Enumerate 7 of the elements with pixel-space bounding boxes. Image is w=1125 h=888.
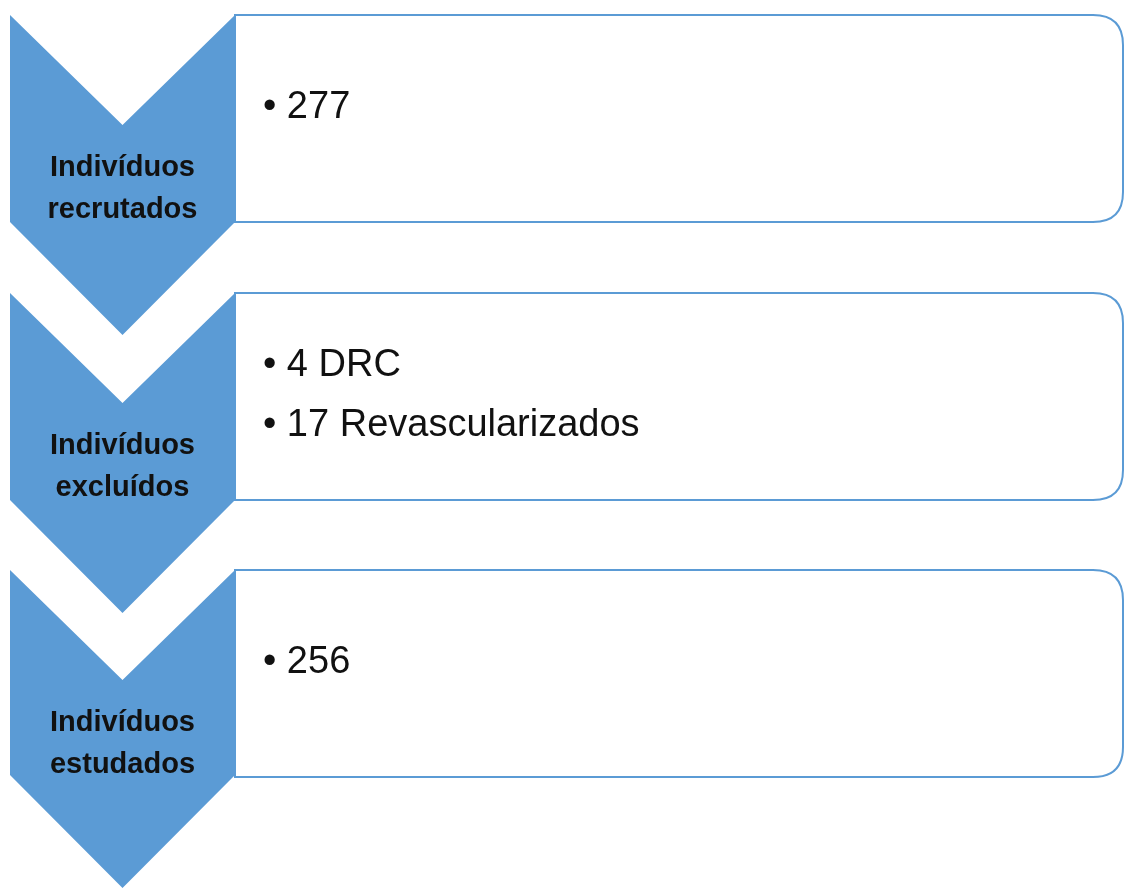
stage-label: Indivíduos estudados: [49, 704, 196, 781]
stage-label: Indivíduos recrutados: [46, 149, 199, 226]
stage-label: Indivíduos excluídos: [49, 427, 196, 504]
bullet-item: • 4 DRC: [263, 341, 402, 386]
bullet-item: • 17 Revascularizados: [263, 401, 640, 446]
bullet-item: • 256: [263, 638, 351, 683]
bullet-item: • 277: [263, 83, 351, 128]
